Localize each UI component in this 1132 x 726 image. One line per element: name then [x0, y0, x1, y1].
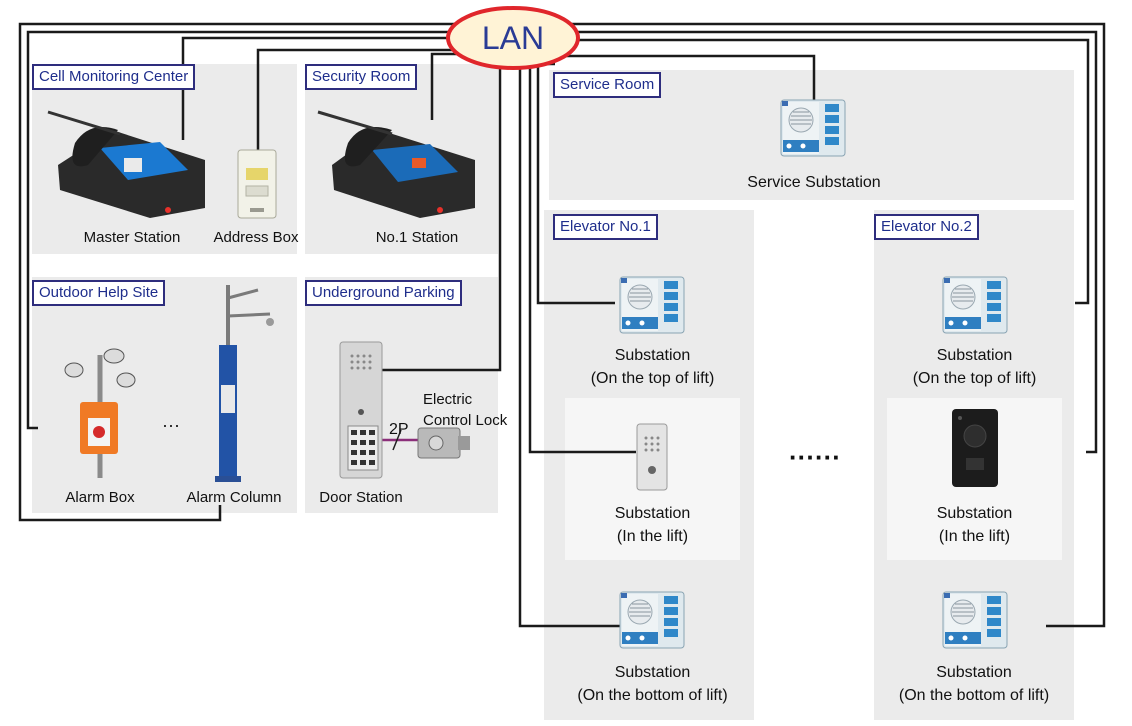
- lan-label: LAN: [481, 20, 545, 56]
- elevator-1-top-substation-device: [619, 276, 685, 334]
- zone-title-security-room: Security Room: [305, 64, 418, 90]
- zone-title-cell-monitoring: Cell Monitoring Center: [32, 64, 196, 90]
- elevator-2-top-label-line1: Substation: [936, 347, 1013, 364]
- zone-title-outdoor-help: Outdoor Help Site: [32, 280, 166, 306]
- service-substation-device: [780, 99, 846, 157]
- elevator-2-in-lift-substation-device: [952, 409, 998, 487]
- elevator-2-top-label-line2: (On the top of lift): [912, 370, 1037, 387]
- elevator-2-in-label-line2: (In the lift): [938, 528, 1011, 545]
- elevator-2-top-substation-device: [942, 276, 1008, 334]
- elevator-ellipsis: ······: [789, 442, 841, 472]
- zone-title-elevator-2: Elevator No.2: [874, 214, 979, 240]
- door-station-label: Door Station: [319, 489, 403, 506]
- alarm-column-device: [215, 285, 274, 482]
- address-box-label: Address Box: [213, 229, 299, 246]
- service-substation-label: Service Substation: [747, 174, 881, 191]
- elevator-2-in-label-line1: Substation: [936, 505, 1013, 522]
- door-station-device: [339, 341, 383, 479]
- alarm-box-device: [64, 348, 136, 478]
- alarm-box-label: Alarm Box: [65, 489, 135, 506]
- elevator-1-in-label-line1: Substation: [614, 505, 691, 522]
- elevator-1-in-lift-substation-device: [636, 423, 668, 491]
- elevator-2-bottom-substation-device: [942, 591, 1008, 649]
- elevator-2-bottom-label-line2: (On the bottom of lift): [898, 687, 1050, 704]
- elevator-1-in-label-line2: (In the lift): [616, 528, 689, 545]
- master-station-device: [47, 110, 205, 218]
- lan-hub: [446, 6, 580, 70]
- alarm-column-label: Alarm Column: [186, 489, 282, 506]
- master-station-label: Master Station: [83, 229, 181, 246]
- address-box-device: [237, 149, 277, 219]
- electric-lock-label-line2: Control Lock: [423, 412, 508, 429]
- no1-station-device: [317, 110, 475, 218]
- zone-title-service-room: Service Room: [553, 72, 662, 98]
- zone-title-underground-parking: Underground Parking: [305, 280, 462, 306]
- elevator-2-bottom-label-line1: Substation: [936, 664, 1012, 681]
- electric-lock-device: [417, 427, 470, 459]
- elevator-1-bottom-substation-device: [619, 591, 685, 649]
- outdoor-help-panel: [32, 277, 297, 513]
- underground-parking-panel: [305, 277, 498, 513]
- elevator-1-top-label-line1: Substation: [614, 347, 691, 364]
- elevator-1-top-label-line2: (On the top of lift): [590, 370, 715, 387]
- zone-title-elevator-1: Elevator No.1: [553, 214, 658, 240]
- elevator-1-bottom-label-line1: Substation: [614, 664, 691, 681]
- alarm-ellipsis: ···: [162, 415, 180, 435]
- electric-lock-label-line1: Electric: [423, 391, 473, 408]
- no1-station-label: No.1 Station: [375, 229, 459, 246]
- elevator-1-bottom-label-line2: (On the bottom of lift): [577, 687, 728, 704]
- lock-wire-label: 2P: [389, 421, 409, 438]
